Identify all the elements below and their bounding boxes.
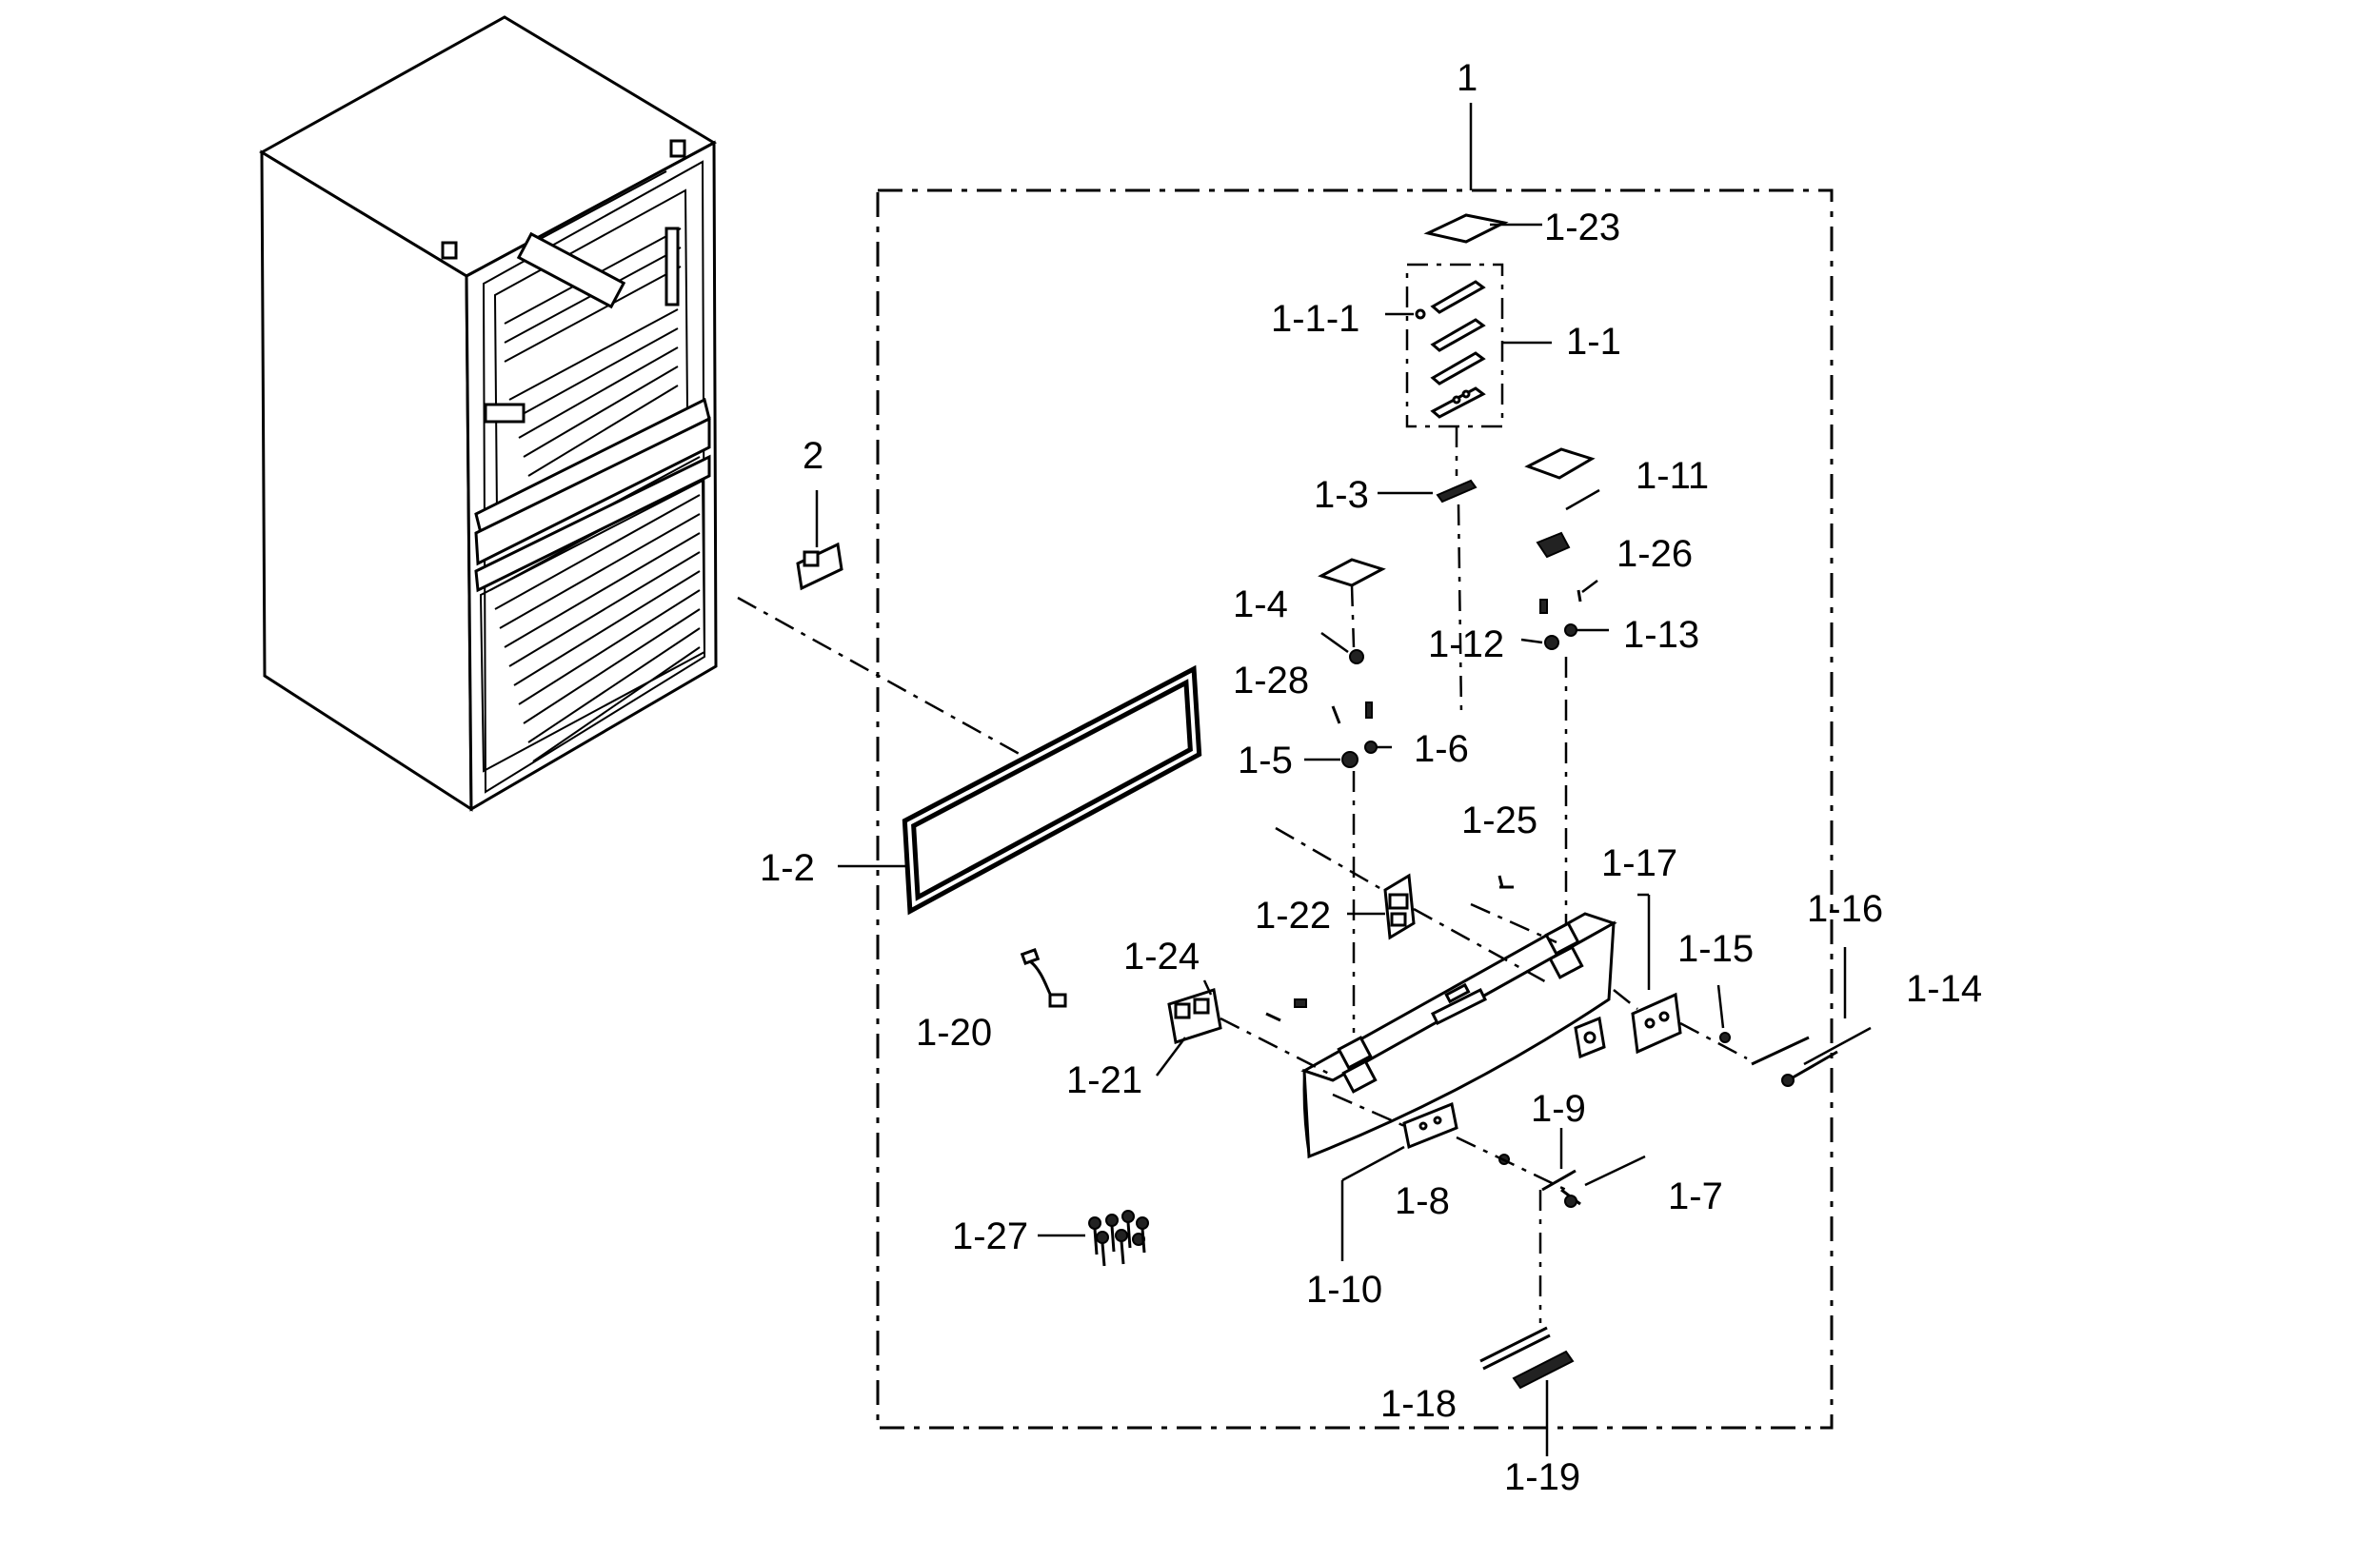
callout-1-10: 1-10 <box>1306 1269 1382 1311</box>
part-1-10-plate <box>1332 1093 1458 1261</box>
part-1-19-strip <box>1512 1350 1575 1456</box>
callout-1: 1 <box>1457 57 1478 99</box>
assembly-boundary <box>876 188 1834 1430</box>
callout-1-9: 1-9 <box>1531 1088 1586 1130</box>
part-1-16-screw <box>1751 947 1847 1066</box>
part-1-5-bushing <box>1304 751 1359 1033</box>
callout-1-11: 1-11 <box>1636 455 1709 497</box>
callout-1-24: 1-24 <box>1123 936 1200 978</box>
callout-1-6: 1-6 <box>1414 728 1469 770</box>
part-1-17-plate <box>1613 893 1682 1055</box>
callout-1-18: 1-18 <box>1380 1383 1457 1425</box>
part-1-20-connector <box>1020 947 1067 1008</box>
callout-1-13: 1-13 <box>1623 614 1699 656</box>
part-1-4-cover <box>1318 558 1386 664</box>
part-1-2-gasket <box>838 664 1202 916</box>
callout-1-25: 1-25 <box>1461 800 1537 841</box>
callout-1-19: 1-19 <box>1504 1456 1580 1498</box>
part-1-11-cover <box>1524 447 1600 511</box>
part-1-21-leader <box>1156 1037 1186 1077</box>
callout-1-26: 1-26 <box>1616 533 1693 575</box>
callout-1-27: 1-27 <box>952 1215 1028 1257</box>
callout-1-7: 1-7 <box>1668 1176 1723 1217</box>
part-1-12-washer <box>1520 635 1568 928</box>
callout-1-1: 1-1 <box>1566 321 1621 363</box>
part-1-18-strip <box>1479 1326 1551 1371</box>
callout-1-20: 1-20 <box>916 1012 992 1054</box>
part-1-1-shelf-group <box>1385 263 1552 476</box>
part-1-14-screw <box>1781 1026 1872 1087</box>
part-1-13-screw <box>1539 599 1609 637</box>
callout-labels: 1 1-23 1-1-1 1-1 2 1-3 1-11 1-26 1-4 1-1… <box>760 57 1982 1498</box>
callout-1-15: 1-15 <box>1677 928 1754 970</box>
part-1-9-washer <box>1541 1128 1577 1192</box>
part-1-23-cover <box>1423 213 1542 244</box>
part-1-24-hinge <box>1167 979 1334 1077</box>
callout-1-12: 1-12 <box>1428 623 1504 665</box>
callout-1-21: 1-21 <box>1066 1059 1142 1101</box>
part-1-7-screw <box>1538 1155 1646 1323</box>
part-1-3-strip <box>1378 479 1478 715</box>
callout-1-5: 1-5 <box>1238 740 1293 781</box>
callout-1-22: 1-22 <box>1255 895 1331 937</box>
callout-1-3: 1-3 <box>1314 474 1369 516</box>
callout-1-2: 1-2 <box>760 847 815 889</box>
door-bottom-panel <box>1300 912 1617 1159</box>
callout-1-1-1: 1-1-1 <box>1271 298 1359 340</box>
part-1-25-pin <box>1497 875 1514 889</box>
callout-2: 2 <box>803 435 823 477</box>
part-1-26-lever <box>1536 531 1598 603</box>
part-1-27-screws <box>1038 1210 1149 1267</box>
refrigerator-cabinet <box>259 15 718 812</box>
callout-1-14: 1-14 <box>1906 968 1982 1010</box>
callout-1-17: 1-17 <box>1601 842 1677 884</box>
part-1-6-pin <box>1364 741 1392 754</box>
callout-1-8: 1-8 <box>1395 1180 1450 1222</box>
part-1-15-washer <box>1679 984 1748 1060</box>
part-1-28-pin <box>1331 701 1373 724</box>
part-2-bracket <box>796 490 843 591</box>
callout-1-16: 1-16 <box>1807 888 1883 930</box>
callout-1-28: 1-28 <box>1233 660 1309 701</box>
callout-1-23: 1-23 <box>1544 207 1620 248</box>
part-1-22-hinge-bracket <box>1347 873 1416 940</box>
callout-1-4: 1-4 <box>1233 583 1288 625</box>
part-1-8-washer <box>1456 1136 1567 1192</box>
